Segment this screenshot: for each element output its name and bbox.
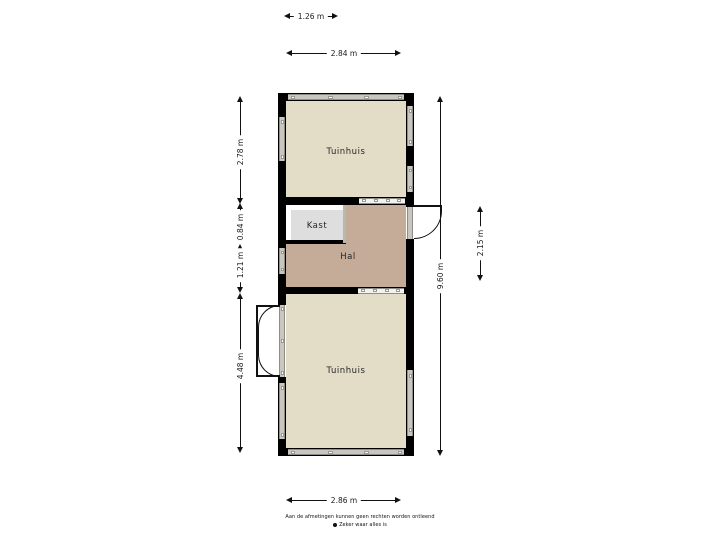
- window-right-lower: [407, 370, 413, 436]
- arrow-up-icon: [236, 293, 243, 299]
- dimension-label: 4.48 m: [233, 348, 247, 384]
- window-tick: [280, 433, 284, 437]
- arrow-down-icon: [236, 198, 243, 204]
- window-right-upper-2: [407, 166, 413, 192]
- room-label-tuinhuis-lower: Tuinhuis: [326, 366, 366, 376]
- arrow-right-icon: [395, 49, 401, 56]
- brand-logo-icon: [333, 522, 338, 527]
- dimension-label: 1.21 m: [233, 247, 247, 283]
- window-tick: [280, 155, 284, 159]
- window-bottom: [288, 449, 404, 455]
- arrow-left-icon: [284, 12, 290, 19]
- window-tick: [280, 386, 284, 390]
- opening-tick: [362, 199, 366, 203]
- wall-kast-bottom: [286, 240, 346, 244]
- room-hal-left: [286, 243, 346, 287]
- window-hal-left: [279, 248, 285, 274]
- arrow-down-icon: [436, 450, 443, 456]
- room-kast: [291, 210, 344, 243]
- window-tick: [408, 169, 412, 172]
- window-left-upper: [279, 117, 285, 161]
- window-tick: [291, 450, 295, 454]
- door-frame-hal-right: [407, 207, 413, 239]
- window-tick: [280, 120, 284, 124]
- footer-disclaimer: Aan de afmetingen kunnen geen rechten wo…: [285, 514, 435, 520]
- window-tick: [408, 109, 412, 113]
- wall-kast-right: [343, 205, 346, 243]
- arrow-up-icon: [236, 96, 243, 102]
- wall-right-exterior: [406, 93, 414, 456]
- door-swing-arc-hal: [414, 207, 442, 239]
- dimension-label: 2.78 m: [233, 134, 247, 170]
- door-swing-arc-lower-2: [258, 341, 280, 377]
- door-leaf-lower-1b: [256, 305, 280, 308]
- room-hal-right: [345, 205, 406, 287]
- room-tuinhuis-lower: [286, 294, 406, 448]
- window-tick: [364, 95, 369, 99]
- arrow-down-icon: [236, 447, 243, 453]
- dimension-label: 9.60 m: [433, 258, 447, 294]
- arrow-right-icon: [332, 12, 338, 19]
- dimension-label: 1.26 m: [293, 9, 329, 23]
- window-right-upper: [407, 106, 413, 146]
- window-tick: [408, 428, 412, 432]
- footer-brand-text: Zeker waar alles is: [339, 522, 387, 528]
- window-tick: [408, 186, 412, 189]
- dimension-label: 2.84 m: [326, 46, 362, 60]
- dimension-label: 2.15 m: [473, 225, 487, 261]
- arrow-left-icon: [286, 496, 292, 503]
- opening-tick: [374, 199, 378, 203]
- opening-tick: [373, 289, 377, 293]
- arrow-up-icon: [436, 96, 443, 102]
- room-label-tuinhuis-upper: Tuinhuis: [326, 147, 366, 157]
- arrow-right-icon: [395, 496, 401, 503]
- arrow-up-icon: [476, 206, 483, 212]
- window-left-lower: [279, 383, 285, 439]
- window-tick: [398, 450, 402, 454]
- wall-interior-upper: [278, 197, 414, 205]
- window-tick: [291, 95, 295, 99]
- opening-tick: [361, 289, 365, 293]
- window-tick: [364, 450, 369, 454]
- footer-brand: Zeker waar alles is: [0, 522, 720, 529]
- wall-left-exterior: [278, 93, 286, 456]
- room-label-hal: Hal: [340, 252, 356, 262]
- opening-tick: [396, 289, 400, 293]
- opening-hal-bottom: [358, 288, 404, 294]
- door-swing-arc-lower-1: [258, 305, 280, 341]
- opening-tick: [385, 289, 389, 293]
- door-tick: [280, 339, 284, 343]
- arrow-up-icon: [236, 244, 243, 250]
- window-tick: [280, 268, 284, 271]
- window-tick: [408, 374, 412, 378]
- opening-tick: [386, 199, 390, 203]
- arrow-up-icon: [236, 203, 243, 209]
- arrow-left-icon: [286, 49, 292, 56]
- arrow-down-icon: [476, 275, 483, 281]
- room-tuinhuis-upper: [286, 101, 406, 197]
- opening-hal-top: [359, 198, 405, 204]
- door-tick: [280, 371, 284, 375]
- door-tick: [280, 307, 284, 311]
- dimension-label: 0.84 m: [233, 209, 247, 245]
- arrow-down-icon: [236, 287, 243, 293]
- room-label-kast: Kast: [306, 221, 328, 231]
- wall-interior-lower: [278, 287, 414, 294]
- window-tick: [328, 95, 333, 99]
- window-tick: [328, 450, 333, 454]
- window-tick: [398, 95, 402, 99]
- window-tick: [408, 140, 412, 144]
- door-leaf-hal: [414, 205, 442, 208]
- window-tick: [280, 251, 284, 254]
- door-leaf-lower-2: [256, 341, 259, 377]
- opening-tick: [397, 199, 401, 203]
- window-top: [288, 94, 404, 100]
- door-leaf-lower-1: [256, 305, 259, 341]
- door-leaf-lower-2b: [256, 375, 280, 378]
- dimension-label: 2.86 m: [326, 493, 362, 507]
